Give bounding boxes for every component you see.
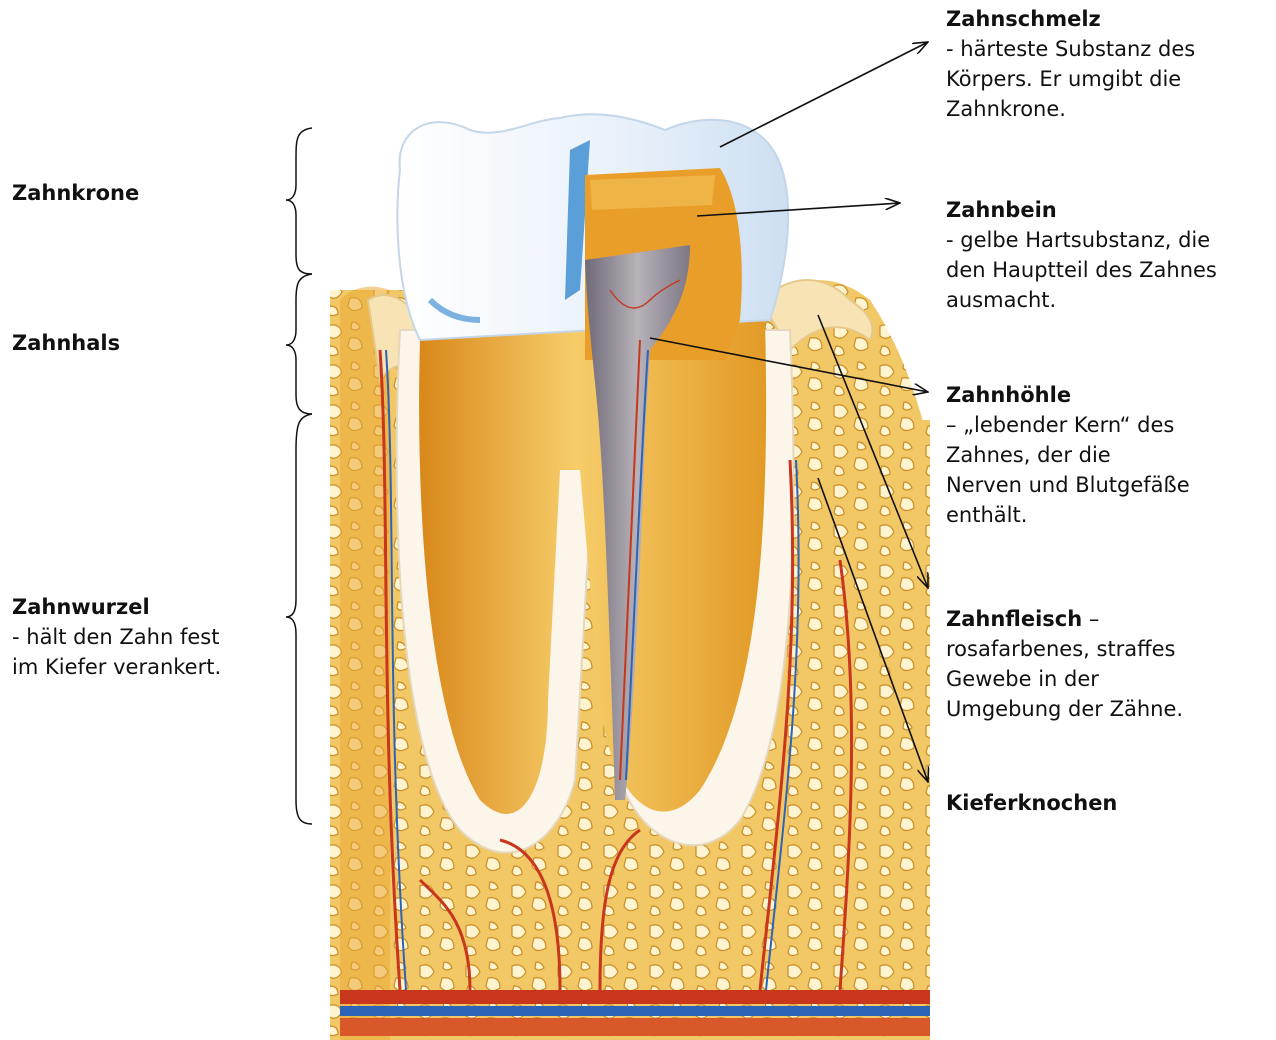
label-zahnhoehle-title: Zahnhöhle bbox=[946, 380, 1190, 410]
label-zahnfleisch-dash: – bbox=[1082, 607, 1099, 631]
brace-zahnkrone bbox=[286, 128, 312, 274]
label-zahnkrone-title: Zahnkrone bbox=[12, 178, 139, 208]
label-zahnfleisch-heading: Zahnfleisch – bbox=[946, 607, 1099, 631]
label-zahnhoehle-desc-1: – „lebender Kern“ des bbox=[946, 410, 1190, 440]
label-kieferknochen: Kieferknochen bbox=[946, 788, 1117, 818]
label-zahnhals: Zahnhals bbox=[12, 328, 120, 358]
label-zahnfleisch-desc-3: Umgebung der Zähne. bbox=[946, 694, 1183, 724]
label-kieferknochen-title: Kieferknochen bbox=[946, 788, 1117, 818]
left-braces bbox=[286, 128, 312, 824]
label-zahnbein-desc-1: - gelbe Hartsubstanz, die bbox=[946, 225, 1217, 255]
brace-zahnwurzel bbox=[286, 414, 312, 824]
label-zahnhoehle-desc-2: Zahnes, der die bbox=[946, 440, 1190, 470]
label-zahnfleisch-title: Zahnfleisch bbox=[946, 607, 1082, 631]
label-zahnwurzel-desc-2: im Kiefer verankert. bbox=[12, 652, 221, 682]
label-zahnbein: Zahnbein - gelbe Hartsubstanz, die den H… bbox=[946, 195, 1217, 315]
label-zahnhoehle-desc-3: Nerven und Blutgefäße bbox=[946, 470, 1190, 500]
label-zahnwurzel-title: Zahnwurzel bbox=[12, 592, 221, 622]
label-zahnschmelz-desc-2: Körpers. Er umgibt die bbox=[946, 64, 1195, 94]
brace-zahnhals bbox=[286, 274, 312, 414]
label-zahnwurzel: Zahnwurzel - hält den Zahn fest im Kiefe… bbox=[12, 592, 221, 682]
label-zahnschmelz-title: Zahnschmelz bbox=[946, 4, 1195, 34]
label-zahnbein-desc-2: den Hauptteil des Zahnes bbox=[946, 255, 1217, 285]
label-zahnhoehle: Zahnhöhle – „lebender Kern“ des Zahnes, … bbox=[946, 380, 1190, 530]
label-zahnfleisch: Zahnfleisch – rosafarbenes, straffes Gew… bbox=[946, 604, 1183, 724]
label-zahnschmelz-desc-1: - härteste Substanz des bbox=[946, 34, 1195, 64]
label-zahnwurzel-desc-1: - hält den Zahn fest bbox=[12, 622, 221, 652]
arrow-zahnschmelz bbox=[720, 42, 928, 147]
label-zahnschmelz-desc-3: Zahnkrone. bbox=[946, 94, 1195, 124]
label-zahnschmelz: Zahnschmelz - härteste Substanz des Körp… bbox=[946, 4, 1195, 124]
label-zahnbein-title: Zahnbein bbox=[946, 195, 1217, 225]
label-zahnhals-title: Zahnhals bbox=[12, 328, 120, 358]
label-zahnhoehle-desc-4: enthält. bbox=[946, 500, 1190, 530]
label-zahnfleisch-desc-2: Gewebe in der bbox=[946, 664, 1183, 694]
label-zahnkrone: Zahnkrone bbox=[12, 178, 139, 208]
label-zahnfleisch-desc-1: rosafarbenes, straffes bbox=[946, 634, 1183, 664]
label-zahnbein-desc-3: ausmacht. bbox=[946, 285, 1217, 315]
